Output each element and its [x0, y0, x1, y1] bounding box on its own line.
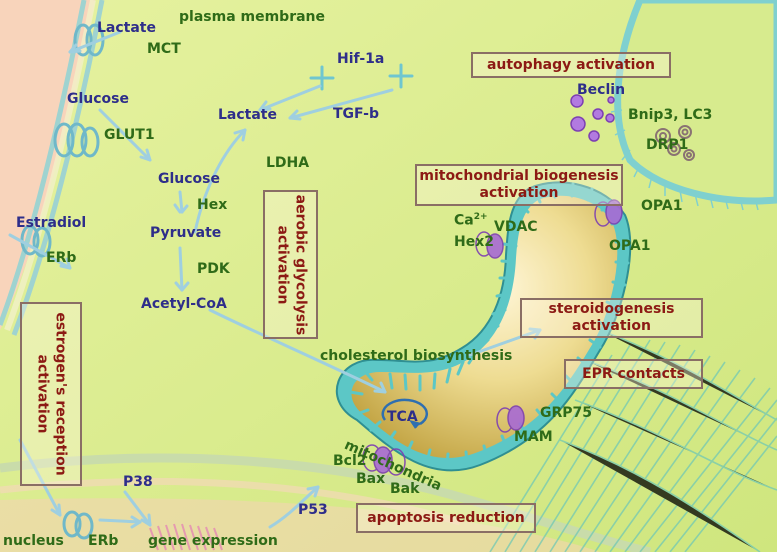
estrogen-reception-box: estrogen's reception activation: [20, 302, 82, 486]
gene-expression-label: gene expression: [148, 533, 278, 549]
calcium-superscript: 2+: [473, 212, 488, 222]
bnip3-lc3-label: Bnip3, LC3: [628, 107, 713, 123]
vdac-hex2-complex: [475, 231, 504, 259]
beclin-vesicles: [570, 94, 615, 142]
opa1-complex: [594, 199, 623, 227]
tca-cycle-arrow: [381, 398, 428, 429]
apoptosis-reduction-box: apoptosis reduction: [356, 503, 536, 533]
mitochondrial-biogenesis-box: mitochondrial biogenesis activation: [415, 164, 623, 206]
bcl2-bax-bak-complex: [362, 444, 406, 476]
bcl2-label: Bcl2: [333, 453, 367, 469]
bax-label: Bax: [356, 471, 386, 487]
drp1-label: DRP1: [646, 137, 689, 153]
calcium-text: Ca: [454, 212, 474, 229]
pyruvate-label: Pyruvate: [150, 225, 222, 241]
estrogen-reception-text: estrogen's reception activation: [34, 312, 69, 475]
mitochondrial-biogenesis-text-line2: activation: [479, 185, 559, 201]
aerobic-glycolysis-text-line1: aerobic glycolysis: [292, 194, 308, 335]
mct-label: MCT: [147, 41, 181, 57]
pdk-label: PDK: [197, 261, 230, 277]
hex2-label: Hex2: [454, 234, 494, 250]
steroidogenesis-text-line1: steroidogenesis: [548, 301, 675, 318]
bnip3-lc3-vesicles: [655, 125, 695, 161]
steroidogenesis-box: steroidogenesis activation: [520, 298, 703, 338]
glut1-transporter: [53, 122, 100, 158]
grp75-label: GRP75: [540, 405, 593, 421]
estrogen-reception-text-line1: estrogen's reception: [52, 312, 69, 476]
dna-strands: [149, 523, 223, 551]
autophagy-activation-box: autophagy activation: [471, 52, 671, 78]
opa1-top-label: OPA1: [641, 198, 683, 214]
bak-label: Bak: [390, 481, 420, 497]
aerobic-glycolysis-box: aerobic glycolysis activation: [263, 190, 318, 339]
hex-label: Hex: [197, 197, 228, 213]
autophagosome-cristae: [610, 109, 759, 211]
tgfb-label: TGF-b: [333, 106, 380, 122]
autophagosome: [614, 0, 777, 205]
signal-markers: [309, 63, 414, 91]
glut1-label: GLUT1: [104, 127, 155, 143]
nucleus-label: nucleus: [3, 533, 64, 549]
calcium-label: Ca2+: [454, 213, 488, 228]
plasma-membrane-label: plasma membrane: [179, 9, 326, 25]
p38-label: P38: [123, 474, 153, 490]
mitochondrial-matrix: [351, 195, 618, 458]
aerobic-glycolysis-text-line2: activation: [274, 225, 291, 304]
erb-nuclear-receptor: [62, 510, 94, 540]
autophagy-activation-text: autophagy activation: [486, 56, 656, 73]
vdac-label: VDAC: [494, 219, 538, 235]
hif1a-label: Hif-1a: [337, 51, 385, 67]
aerobic-glycolysis-text: aerobic glycolysis activation: [273, 194, 309, 335]
ldha-label: LDHA: [266, 155, 310, 171]
erb-membrane-label: ERb: [46, 250, 77, 266]
lactate-intracellular-label: Lactate: [218, 107, 277, 123]
epr-contacts-box: EPR contacts: [564, 359, 703, 389]
endoplasmic-reticulum: [489, 329, 777, 552]
cholesterol-biosynthesis-label: cholesterol biosynthesis: [320, 348, 513, 364]
acetyl-coa-label: Acetyl-CoA: [141, 296, 227, 312]
apoptosis-reduction-text: apoptosis reduction: [367, 509, 525, 526]
opa1-mid-label: OPA1: [609, 238, 651, 254]
estradiol-label: Estradiol: [16, 215, 87, 231]
lactate-extracellular-label: Lactate: [97, 20, 156, 36]
steroidogenesis-text-line2: activation: [572, 318, 651, 334]
mam-complex: [496, 405, 525, 433]
nuclear-envelope: [0, 453, 652, 552]
nucleus-region: [0, 498, 600, 552]
estrogen-reception-text-line2: activation: [35, 354, 51, 434]
erb-nuclear-label: ERb: [88, 533, 119, 549]
epr-contacts-text: EPR contacts: [582, 365, 685, 382]
mitochondrial-biogenesis-text-line1: mitochondrial biogenesis: [419, 168, 619, 185]
p53-label: P53: [298, 502, 328, 518]
beclin-label: Beclin: [577, 82, 626, 98]
glucose-intracellular-label: Glucose: [158, 171, 221, 187]
mam-label: MAM: [514, 429, 553, 445]
tca-label: TCA: [387, 409, 418, 425]
glucose-extracellular-label: Glucose: [67, 91, 130, 107]
pathway-arrows: [8, 30, 542, 529]
membrane-inner-leaflet: [11, 0, 105, 336]
